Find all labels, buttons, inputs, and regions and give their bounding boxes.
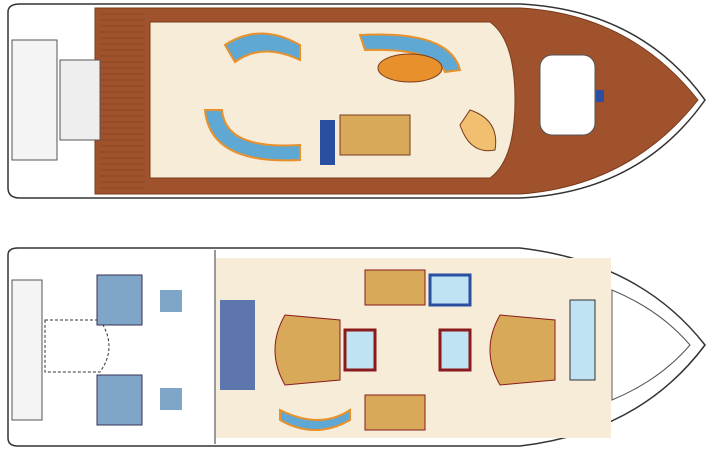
spiral-stair [459,109,497,152]
gearbox-port [160,290,182,312]
aft-cockpit-seat [59,59,101,141]
dinette-sofa [358,33,462,74]
engine-stbd [96,374,143,426]
sofa-lower [279,408,351,431]
helm-console [320,120,335,165]
dining-table [377,53,443,83]
galley [339,114,411,156]
head-3 [428,273,472,307]
salon-sofa-aft [223,32,301,64]
vip-bed [489,314,556,386]
aft-swim-platform [11,39,58,161]
bow-hatch [596,90,604,102]
forepeak [611,289,691,401]
lower-deck [7,247,706,447]
master-bath [220,300,255,390]
head-1 [343,328,377,372]
master-bed [274,314,341,386]
guest-bed-stbd [364,394,426,431]
head-4 [569,299,596,381]
garage-fender [11,279,43,421]
tender [44,319,110,373]
head-2 [438,328,472,372]
guest-bed-port [364,269,426,306]
upper-deck [7,3,706,199]
engine-port [96,274,143,326]
foredeck-hatch [539,54,596,136]
salon-sofa-port [203,109,301,162]
gearbox-stbd [160,388,182,410]
